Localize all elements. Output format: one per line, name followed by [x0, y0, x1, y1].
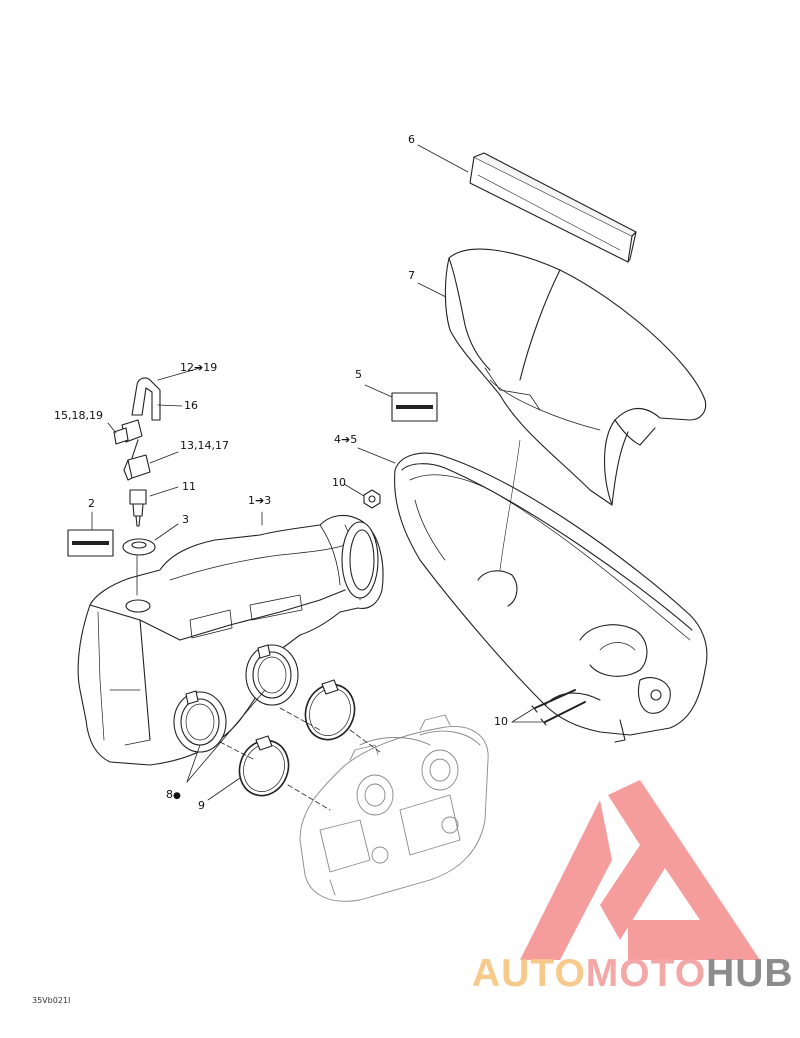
- watermark-text: AUTOMOTOHUB: [472, 954, 794, 994]
- air-box-part: [77, 514, 384, 766]
- drop-icon: ●: [173, 791, 181, 801]
- part-5-label-icon: [391, 392, 438, 422]
- reference-code: 35Vb021I: [32, 996, 71, 1005]
- callout-11: 11: [182, 480, 196, 493]
- screws-lower-part: [531, 689, 586, 726]
- callout-3: 3: [182, 513, 189, 526]
- watermark-word-hub: HUB: [706, 952, 794, 995]
- leader-lines: [91, 144, 543, 811]
- grommet-part: [122, 538, 156, 556]
- callout-7: 7: [408, 269, 415, 282]
- part-2-label-icon: [67, 529, 114, 557]
- callout-16: 16: [184, 399, 198, 412]
- foam-strip-part: [469, 152, 637, 263]
- clamps-part: [238, 679, 356, 797]
- callout-9: 9: [198, 799, 205, 812]
- callout-8: 8●: [166, 789, 181, 802]
- watermark-word-moto: MOTO: [585, 952, 707, 995]
- callout-6: 6: [408, 133, 415, 146]
- watermark-logo-icon: [520, 780, 760, 960]
- silencer-housing-part: [394, 439, 708, 743]
- connector-part: [123, 454, 151, 481]
- callout-15-18-19: 15,18,19: [54, 409, 103, 422]
- callout-13-14-17: 13,14,17: [180, 439, 229, 452]
- callout-8-text: 8: [166, 788, 173, 801]
- watermark-word-auto: AUTO: [472, 952, 586, 995]
- callout-2: 2: [88, 497, 95, 510]
- engine-block-illustration: [299, 714, 489, 902]
- callout-5: 5: [355, 368, 362, 381]
- intake-boots-part: [173, 644, 299, 753]
- callout-4-5: 4➔5: [334, 433, 358, 446]
- sensor-hose-part: [113, 377, 161, 459]
- silencer-cover-part: [444, 248, 707, 506]
- callout-1-3: 1➔3: [248, 494, 272, 507]
- callout-12-19: 12➔19: [180, 361, 218, 374]
- callout-10-lower: 10: [494, 715, 508, 728]
- callout-10-upper: 10: [332, 476, 346, 489]
- nut-upper-part: [363, 489, 381, 509]
- temperature-sensor-part: [129, 489, 147, 527]
